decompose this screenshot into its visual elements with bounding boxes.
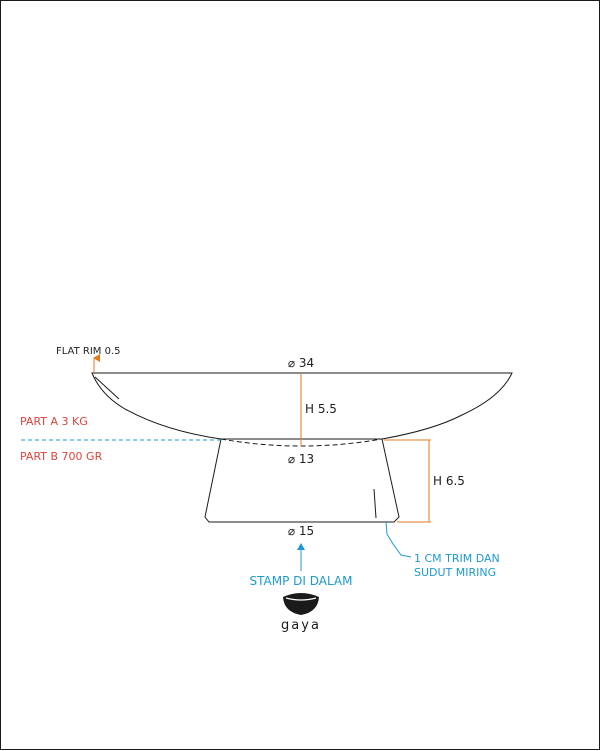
flat-rim-label: FLAT RIM 0.5 [56,346,121,357]
top-diameter-label: ⌀ 34 [288,356,314,370]
base-outline [204,438,400,523]
trim-leader-line [385,521,412,558]
trim-note-line-1: 1 CM TRIM DAN [414,552,500,565]
bowl-logo-icon [283,593,319,615]
base-height-label: H 6.5 [433,474,465,488]
base-bottom-diameter-label: ⌀ 15 [288,524,314,538]
bowl-height-label: H 5.5 [305,402,337,416]
stamp-label: STAMP DI DALAM [250,574,353,588]
part-b-label: PART B 700 GR [20,450,103,463]
base-top-diameter-label: ⌀ 13 [288,452,314,466]
part-a-label: PART A 3 KG [20,415,88,428]
stamp-arrow-head [297,543,305,550]
trim-note-line-2: SUDUT MIRING [414,566,496,579]
flat-rim-edge [94,376,120,400]
bowl-outline [91,372,513,440]
trim-mark [373,488,377,519]
logo-text: gaya [281,618,321,633]
